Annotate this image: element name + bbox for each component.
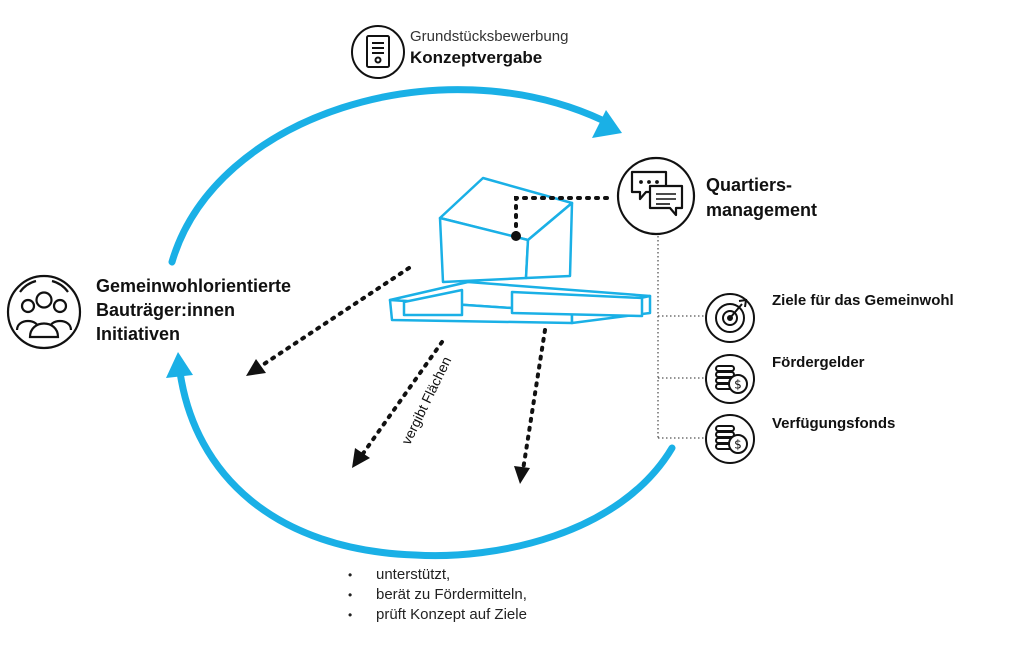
arrowhead-vergibt-flaechen [352, 448, 370, 468]
coins-icon-foerdergelder: $ [705, 354, 755, 404]
cycle-arc-bottom [176, 368, 676, 560]
item-label-foerdergelder: Fördergelder [772, 354, 865, 371]
arrow-vergibt-flaechen [360, 340, 444, 457]
bullet-item: unterstützt, [348, 565, 527, 585]
arrow-to-bottom [521, 328, 547, 472]
bullet-item: berät zu Fördermitteln, [348, 585, 527, 605]
cycle-arrowhead-bottom [166, 352, 193, 378]
building-illustration [388, 176, 652, 325]
cycle-arc-top [168, 86, 606, 266]
arrowhead-to-bautraeger [246, 359, 266, 376]
bautraeger-label-line1: Gemeinwohlorientierte [96, 276, 292, 296]
item-tree [657, 232, 706, 440]
svg-text:$: $ [734, 378, 742, 392]
target-icon [705, 293, 755, 343]
connector-building-to-quartiersmanagement [514, 196, 616, 237]
dotted-connectors [256, 196, 616, 472]
chat-bubbles-icon [616, 156, 696, 236]
bullet-item: prüft Konzept auf Ziele [348, 605, 527, 625]
concept-subtitle: Grundstücksbewerbung [410, 28, 569, 45]
item-label-verfuegungsfonds: Verfügungsfonds [772, 415, 896, 432]
support-bullet-list: unterstützt, berät zu Fördermitteln, prü… [348, 565, 527, 625]
arrowhead-to-bottom [514, 466, 530, 484]
quartiersmanagement-label-line2: management [706, 200, 818, 220]
concept-title: Konzeptvergabe [410, 48, 543, 67]
quartiersmanagement-label-line1: Quartiers- [706, 175, 793, 195]
arrow-to-bautraeger [256, 266, 411, 370]
bautraeger-label-line2: Bauträger:innen [96, 300, 236, 320]
document-icon [351, 25, 405, 79]
cycle-arrowhead-top [592, 110, 622, 138]
group-people-icon [6, 274, 82, 350]
bautraeger-label-line3: Initiativen [96, 324, 181, 344]
coins-icon-verfuegungsfonds: $ [705, 414, 755, 464]
item-label-ziele: Ziele für das Gemeinwohl [772, 292, 954, 309]
building-dot [511, 231, 521, 241]
svg-text:$: $ [734, 438, 742, 452]
